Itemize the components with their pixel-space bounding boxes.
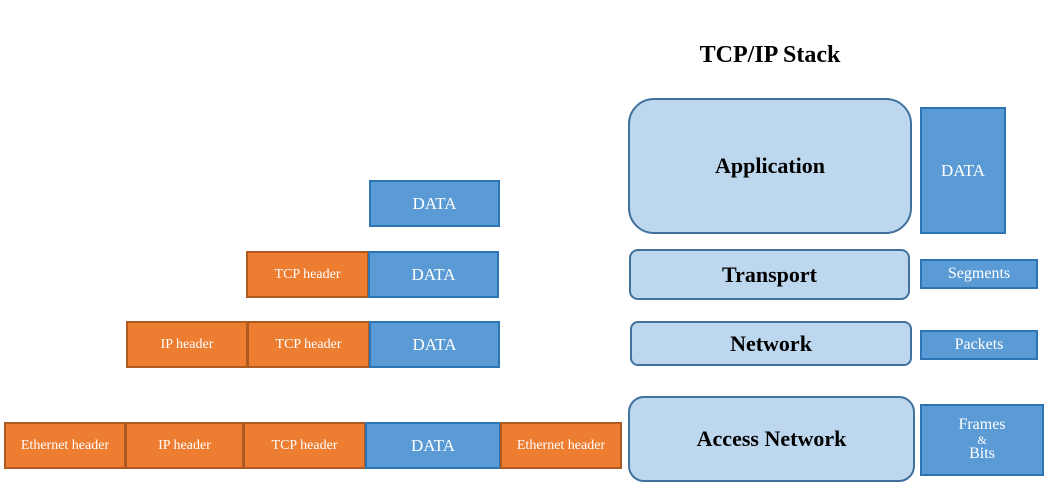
access-row-ethernet-trailer: Ethernet header (500, 422, 622, 469)
layer-access-network: Access Network (628, 396, 915, 482)
access-row-data: DATA (365, 422, 501, 469)
pdu-bits-label: Bits (969, 445, 995, 463)
app-row-data: DATA (369, 180, 500, 227)
network-row-ip-header: IP header (126, 321, 248, 368)
pdu-segments: Segments (920, 259, 1038, 289)
access-row-ethernet-header: Ethernet header (4, 422, 126, 469)
layer-application: Application (628, 98, 912, 234)
pdu-frames-bits: Frames & Bits (920, 404, 1044, 476)
access-row-ip-header: IP header (125, 422, 244, 469)
transport-row-tcp-header: TCP header (246, 251, 369, 298)
pdu-frames-label: Frames (958, 415, 1006, 433)
network-row-tcp-header: TCP header (247, 321, 370, 368)
pdu-packets: Packets (920, 330, 1038, 360)
diagram-title: TCP/IP Stack (699, 41, 841, 68)
access-row-tcp-header: TCP header (243, 422, 366, 469)
pdu-application-data: DATA (920, 107, 1006, 234)
transport-row-data: DATA (368, 251, 499, 298)
network-row-data: DATA (369, 321, 500, 368)
pdu-amp-label: & (977, 432, 987, 447)
layer-transport: Transport (629, 249, 910, 300)
layer-network: Network (630, 321, 912, 366)
